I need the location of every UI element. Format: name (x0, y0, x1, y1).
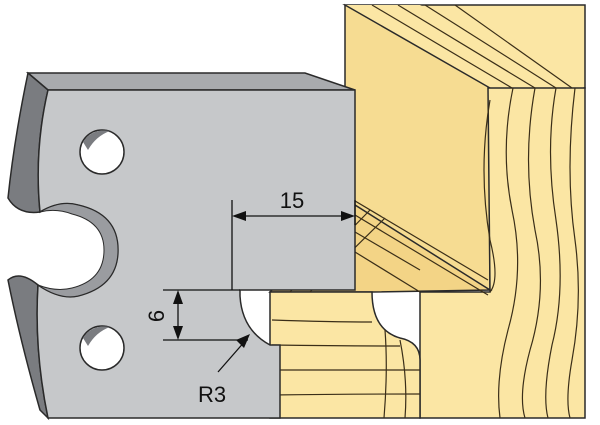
knife-top-bevel (25, 72, 356, 91)
wood-ledge-front (269, 291, 421, 419)
width-dimension-label: 15 (280, 188, 304, 213)
radius-dimension-label: R3 (198, 382, 226, 407)
knife-plate (7, 71, 356, 421)
dimension-radius (217, 334, 250, 373)
wood-grain (271, 4, 579, 419)
mounting-hole-icon (79, 325, 125, 371)
slot-inner-bevel (37, 203, 119, 298)
depth-dimension-label: 6 (144, 310, 169, 322)
dimension-width (231, 200, 356, 290)
mounting-hole-icon (79, 129, 125, 175)
dimension-depth (163, 289, 248, 341)
